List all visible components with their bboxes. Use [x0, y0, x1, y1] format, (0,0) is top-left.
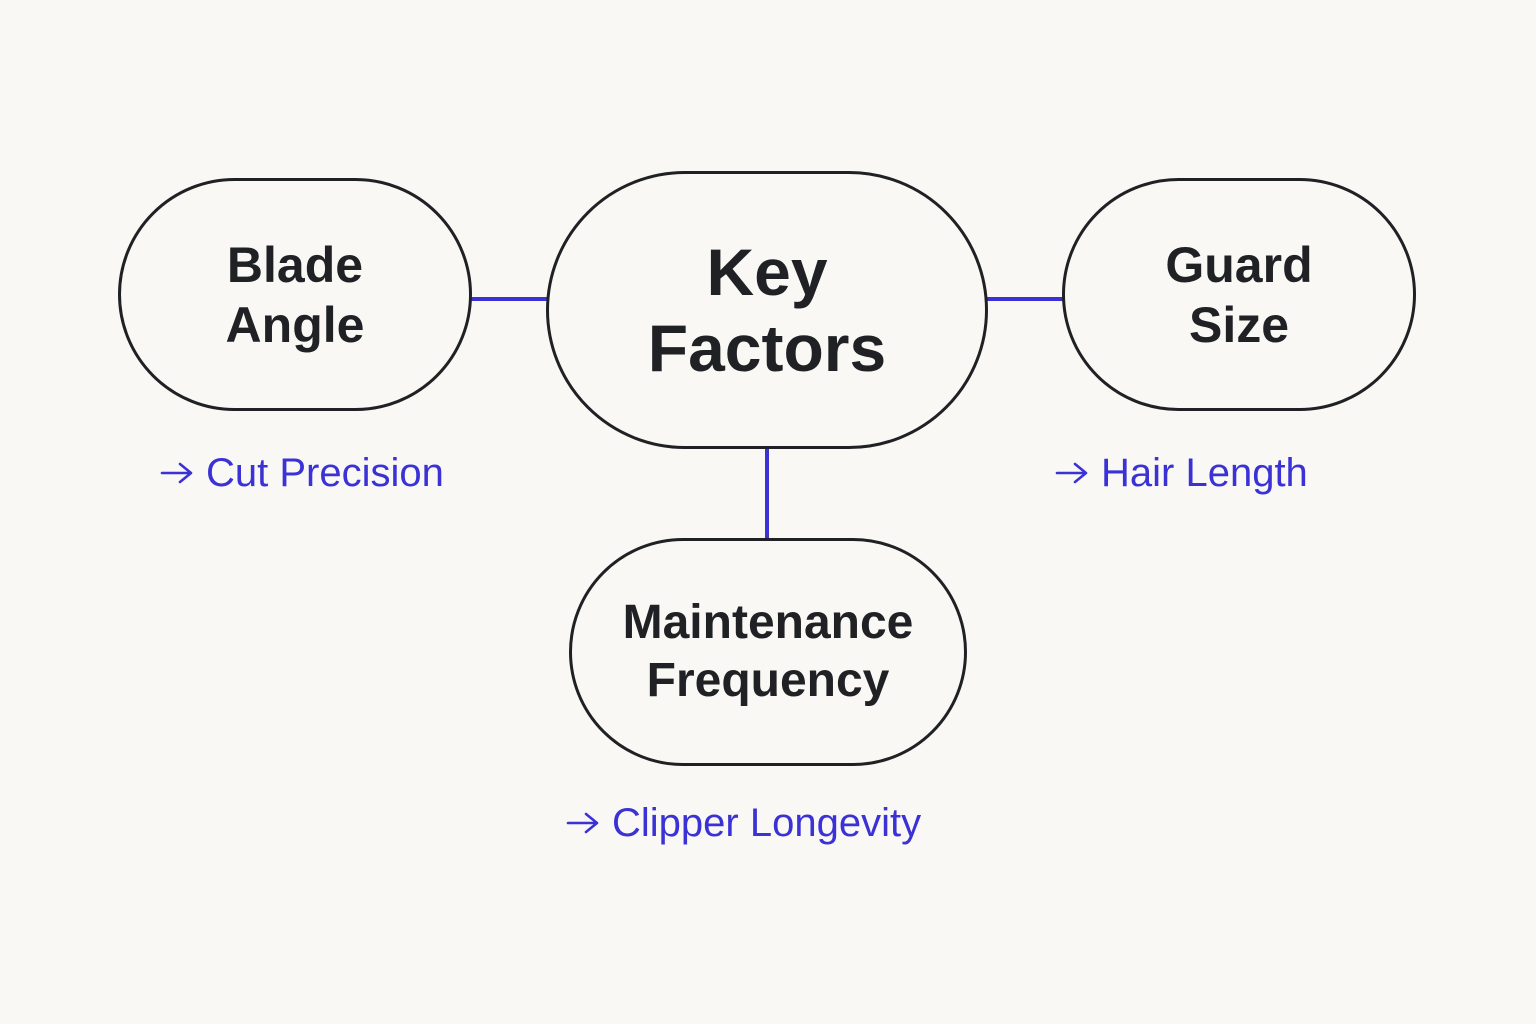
- node-maintenance-frequency-line-2: Frequency: [646, 654, 890, 707]
- node-key-factors-label: Key Factors: [648, 234, 886, 386]
- arrow-right-icon: [160, 462, 193, 484]
- node-blade-angle-line-2: Angle: [225, 296, 365, 353]
- arrow-right-icon: [566, 812, 599, 834]
- outcome-cut-precision: Cut Precision: [160, 449, 444, 497]
- node-guard-size-line-1: Guard: [1165, 236, 1313, 293]
- outcome-clipper-longevity: Clipper Longevity: [566, 799, 921, 847]
- node-maintenance-frequency-label: Maintenance Frequency: [623, 594, 914, 710]
- arrow-right-icon: [1055, 462, 1088, 484]
- node-key-factors: Key Factors: [546, 171, 988, 449]
- node-key-factors-line-2: Factors: [647, 311, 887, 385]
- outcome-clipper-longevity-label: Clipper Longevity: [612, 801, 922, 845]
- node-key-factors-line-1: Key: [706, 235, 828, 309]
- connector-blade-angle: [470, 297, 550, 301]
- node-blade-angle: Blade Angle: [118, 178, 472, 411]
- connector-guard-size: [986, 297, 1066, 301]
- node-blade-angle-line-1: Blade: [226, 236, 364, 293]
- node-guard-size-line-2: Size: [1188, 296, 1290, 353]
- outcome-hair-length: Hair Length: [1055, 449, 1308, 497]
- node-maintenance-frequency-line-1: Maintenance: [622, 596, 914, 649]
- node-blade-angle-label: Blade Angle: [226, 235, 365, 355]
- outcome-cut-precision-label: Cut Precision: [206, 451, 444, 495]
- connector-maintenance: [765, 447, 769, 541]
- outcome-hair-length-label: Hair Length: [1101, 451, 1308, 495]
- node-guard-size: Guard Size: [1062, 178, 1416, 411]
- node-maintenance-frequency: Maintenance Frequency: [569, 538, 967, 766]
- node-guard-size-label: Guard Size: [1165, 235, 1312, 355]
